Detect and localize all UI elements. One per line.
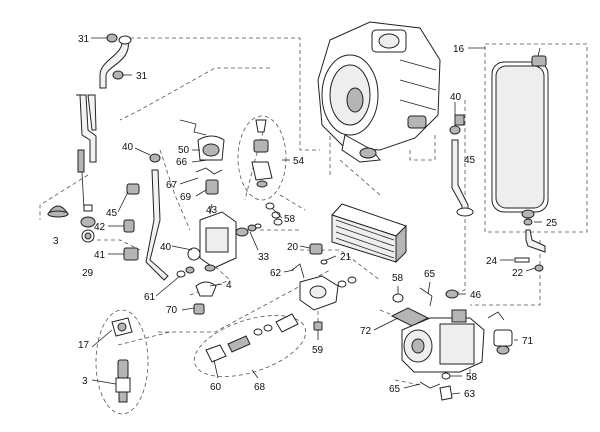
group-17-outline: [95, 309, 149, 415]
label-62: 62: [270, 268, 282, 279]
label-65-bottom: 65: [389, 384, 401, 395]
label-58-center: 58: [284, 214, 296, 225]
label-29: 29: [82, 268, 94, 279]
label-65-top: 65: [424, 269, 436, 280]
label-3-top: 3: [53, 236, 59, 247]
label-45-left: 45: [106, 208, 118, 219]
label-41: 41: [94, 250, 106, 261]
label-16: 16: [453, 44, 465, 55]
dashed-assembly-lines: [39, 37, 541, 386]
label-50: 50: [178, 145, 190, 156]
label-71: 71: [522, 336, 534, 347]
drain-fittings: [419, 372, 453, 401]
group-54-outline: [237, 115, 287, 201]
label-40-center: 40: [160, 242, 172, 253]
valve-71: [487, 311, 513, 355]
label-25: 25: [546, 218, 558, 229]
label-4: 4: [226, 280, 232, 291]
lower-left-small-parts: [176, 266, 217, 315]
label-60: 60: [210, 382, 222, 393]
label-46: 46: [470, 290, 482, 301]
o-rings-center: [265, 202, 283, 226]
label-58-right: 58: [392, 273, 404, 284]
expansion-vessel-pipe: [514, 218, 546, 272]
right-side-pipe: [449, 114, 474, 217]
label-42: 42: [94, 222, 106, 233]
pump-cover: [390, 307, 430, 327]
group-54-parts: [251, 119, 273, 188]
central-valve-block: [187, 211, 262, 272]
label-40-right: 40: [450, 92, 462, 103]
right-lower-fittings: [392, 287, 459, 307]
part-number-labels: 31 31 16 40 45 40 50 66 67 69 54 45 42 4…: [53, 34, 558, 400]
label-59: 59: [312, 345, 324, 356]
leader-lines: [91, 37, 542, 395]
label-66: 66: [176, 157, 188, 168]
label-45-right: 45: [464, 155, 476, 166]
label-31-second: 31: [136, 71, 148, 82]
label-54: 54: [293, 156, 305, 167]
label-3-bottom: 3: [82, 376, 88, 387]
label-20: 20: [287, 242, 299, 253]
label-72: 72: [360, 326, 372, 337]
sensor-20-21: [309, 243, 328, 265]
label-43: 43: [206, 205, 218, 216]
label-67: 67: [166, 180, 178, 191]
label-40-left: 40: [122, 142, 134, 153]
label-68: 68: [254, 382, 266, 393]
group-68-outline: [193, 315, 307, 377]
label-22: 22: [512, 268, 524, 279]
lower-manifold: [291, 263, 357, 331]
assembly-68-parts: [205, 313, 299, 363]
pump-assembly: [401, 309, 485, 373]
drain-valve-17: [111, 317, 133, 403]
label-69: 69: [180, 192, 192, 203]
main-heat-exchanger: [317, 21, 441, 163]
label-70: 70: [166, 305, 178, 316]
label-31-top: 31: [78, 34, 90, 45]
rubber-cap-3: [47, 205, 69, 218]
label-17: 17: [78, 340, 90, 351]
label-24: 24: [486, 256, 498, 267]
label-33: 33: [258, 252, 270, 263]
expansion-vessel-group-outline: [484, 43, 588, 233]
vertical-pipe-left: [76, 94, 97, 243]
expansion-vessel: [491, 47, 549, 219]
plate-heat-exchanger: [331, 203, 407, 264]
label-21: 21: [340, 252, 352, 263]
small-connectors-left: [123, 183, 140, 261]
label-58-bottom: 58: [466, 372, 478, 383]
sensor-group-center-left: [145, 119, 225, 281]
bent-pipe-top-left: [99, 33, 132, 89]
label-61: 61: [144, 292, 156, 303]
label-63: 63: [464, 389, 476, 400]
